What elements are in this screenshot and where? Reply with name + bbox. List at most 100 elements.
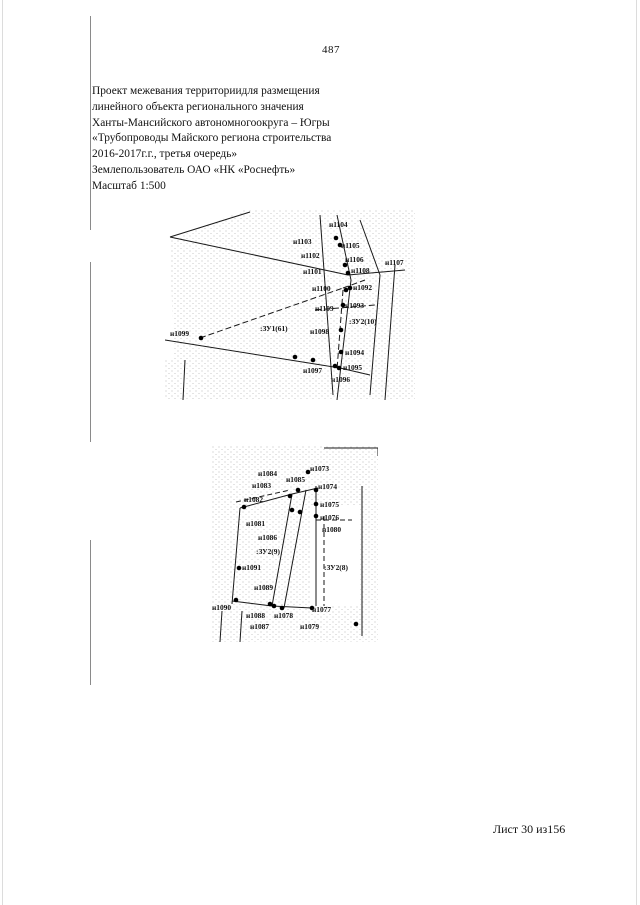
survey-point [289, 507, 295, 513]
parcel-fill [170, 210, 415, 400]
dashed-line [235, 489, 291, 503]
point-label: н1075 [320, 500, 339, 509]
margin-line-bottom [90, 540, 91, 685]
boundary-line [271, 493, 293, 607]
boundary-line [239, 610, 243, 642]
survey-point [236, 565, 242, 571]
point-label: н1098 [310, 327, 329, 336]
title-line: «Трубопроводы Майского региона строитель… [92, 132, 332, 145]
point-label: н1086 [258, 533, 277, 542]
point-label: н1078 [274, 611, 293, 620]
title-line: Землепользователь ОАО «НК «Роснефть» [92, 163, 296, 176]
margin-line-middle [90, 262, 91, 442]
page-edge-right [636, 0, 637, 905]
boundary-line [339, 367, 371, 376]
survey-point [345, 270, 351, 276]
boundary-line [324, 447, 378, 456]
title-line: 2016-2017г.г., третья очередь» [92, 148, 238, 161]
point-label: н1093 [345, 301, 364, 310]
survey-point [336, 365, 342, 371]
boundary-line [169, 211, 251, 238]
point-label: н1097 [303, 366, 322, 375]
boundary-line [384, 264, 396, 400]
survey-point [337, 242, 343, 248]
survey-point [313, 501, 319, 507]
point-label: н1094 [345, 348, 364, 357]
point-label: н1081 [246, 519, 265, 528]
point-label: н1096 [331, 375, 350, 384]
dashed-line [199, 287, 344, 339]
point-label: н1091 [242, 563, 261, 572]
point-label: н1077 [312, 605, 331, 614]
boundary-line [336, 279, 352, 400]
scale-line: Масштаб 1:500 [92, 179, 166, 192]
boundary-line [165, 339, 341, 369]
boundary-line [291, 487, 319, 495]
survey-point [295, 487, 301, 493]
boundary-line [231, 507, 241, 605]
survey-point [279, 605, 285, 611]
title-block: Проект межевания территориидля размещени… [92, 84, 331, 195]
boundary-line [182, 359, 186, 400]
boundary-line [369, 274, 381, 396]
point-label: н1085 [286, 475, 305, 484]
survey-point [313, 487, 319, 493]
survey-point [241, 504, 247, 510]
point-label: н1102 [301, 251, 320, 260]
point-label: н1103 [293, 237, 312, 246]
survey-point [309, 605, 315, 611]
point-label: н1105 [341, 241, 360, 250]
boundary-line [347, 269, 406, 276]
page-edge-left [2, 0, 3, 905]
point-label: н1099 [170, 329, 189, 338]
point-label: н1087 [250, 622, 269, 631]
survey-map-2-drawing: н1084 н1073 н1085 н1083 н1074 н1082 н107… [212, 446, 378, 642]
point-label: н1083 [252, 481, 271, 490]
point-label: н1108 [351, 266, 370, 275]
point-label: н1107 [385, 258, 404, 267]
survey-point [342, 262, 348, 268]
parcel-label: :ЗУ1(61) [260, 324, 288, 333]
point-label: н1076 [320, 513, 339, 522]
survey-point [233, 597, 239, 603]
survey-point [338, 349, 344, 355]
survey-point [305, 469, 311, 475]
point-label: н1089 [254, 583, 273, 592]
point-label: н1109 [315, 304, 334, 313]
survey-point [267, 601, 273, 607]
boundary-line [239, 493, 293, 509]
point-label: н1079 [300, 622, 319, 631]
survey-point [297, 509, 303, 515]
survey-map-1: н1104 н1103 н1105 н1102 н1106 н1107 н110… [165, 210, 415, 400]
survey-map-2: н1084 н1073 н1085 н1083 н1074 н1082 н107… [212, 446, 378, 642]
survey-point [333, 235, 339, 241]
survey-point [313, 513, 319, 519]
page-number: 487 [322, 44, 340, 56]
margin-line-top [90, 16, 91, 230]
point-label: н1100 [312, 284, 331, 293]
survey-point [271, 603, 277, 609]
dashed-line [342, 279, 366, 289]
survey-point [340, 302, 346, 308]
survey-point [332, 363, 338, 369]
survey-point [292, 354, 298, 360]
survey-point [353, 621, 359, 627]
point-label: н1101 [303, 267, 322, 276]
survey-point [338, 327, 344, 333]
boundary-line [169, 236, 349, 276]
point-label: н1082 [244, 495, 263, 504]
survey-point [310, 357, 316, 363]
point-label: н1084 [258, 469, 277, 478]
sheet-number: Лист 30 из156 [493, 822, 566, 836]
boundary-line [336, 214, 352, 281]
survey-point [347, 285, 353, 291]
boundary-line [283, 489, 307, 609]
point-label: н1104 [329, 220, 348, 229]
survey-map-1-drawing: н1104 н1103 н1105 н1102 н1106 н1107 н110… [165, 210, 415, 400]
survey-point [343, 287, 349, 293]
boundary-line [219, 610, 223, 642]
survey-point [198, 335, 204, 341]
point-label: н1095 [343, 363, 362, 372]
boundary-line [319, 214, 334, 396]
parcel-label: :ЗУ2(8) [324, 563, 348, 572]
